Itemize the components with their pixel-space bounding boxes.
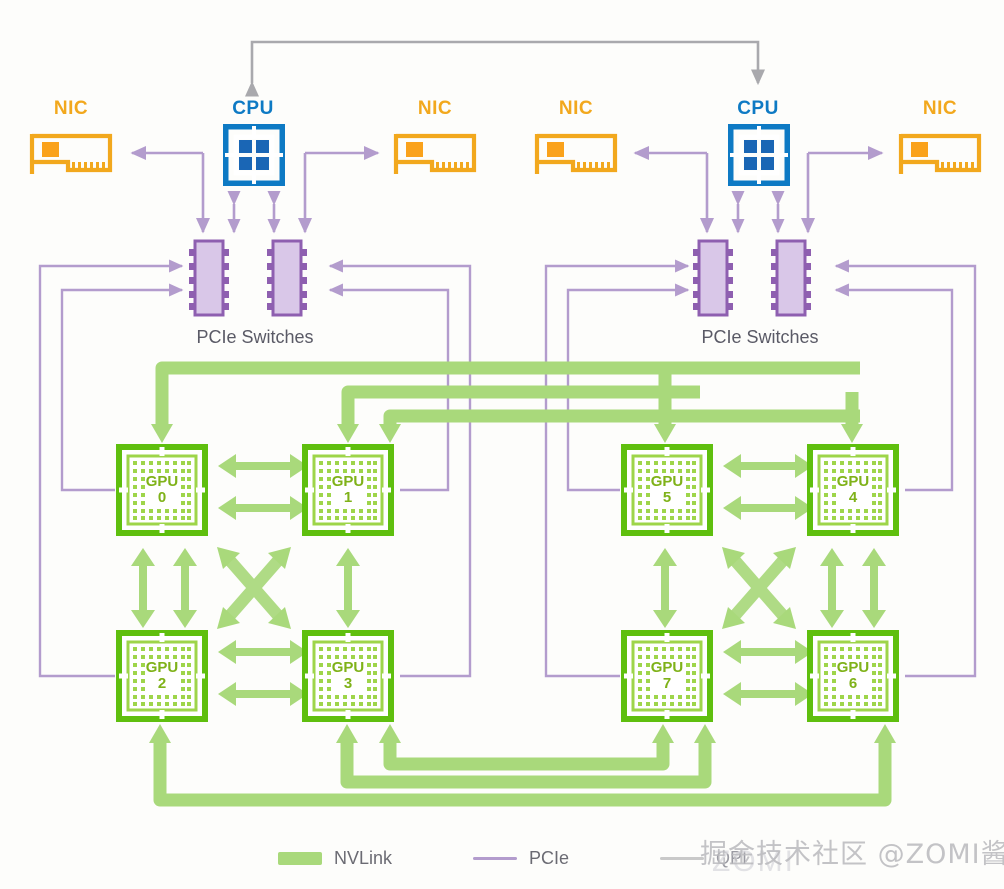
- pcie-switch-chip-left-a[interactable]: [188, 238, 230, 318]
- legend-item-nvlink: NVLink: [278, 848, 392, 869]
- pcie-switches-label-right: PCIe Switches: [701, 327, 819, 347]
- legend: NVLink PCIe QPI: [0, 845, 1004, 875]
- nvlink-intra-cluster: [131, 454, 886, 706]
- legend-label-nvlink: NVLink: [334, 848, 393, 868]
- pcie-switch-chip-right-a[interactable]: [692, 238, 734, 318]
- cpu-icon-right[interactable]: [726, 122, 792, 188]
- nvlink-top-routes: [155, 361, 860, 425]
- pcie-switch-chip-right-b[interactable]: [770, 238, 812, 318]
- nvlink-gpu4-gpu6: [820, 548, 886, 628]
- watermark: 掘金技术社区 @ZOMI酱: [700, 839, 1004, 870]
- nic-icon-1[interactable]: [392, 128, 478, 180]
- cpu-label-left: CPU: [232, 98, 274, 119]
- nvlink-swatch-icon: [278, 852, 322, 865]
- nic-icon-3[interactable]: [897, 128, 983, 180]
- gpu-node-5[interactable]: GPU 5: [621, 444, 713, 536]
- cpu-icon-left[interactable]: [221, 122, 287, 188]
- legend-label-pcie: PCIe: [529, 848, 570, 868]
- nic-label-3: NIC: [922, 98, 958, 119]
- gpu-node-1[interactable]: GPU 1: [302, 444, 394, 536]
- nvlink-gpu0-gpu2: [131, 548, 197, 628]
- legend-label-qpi: QPI: [716, 848, 748, 868]
- gpu-node-6[interactable]: GPU 6: [807, 630, 899, 722]
- gpu-node-0[interactable]: GPU 0: [116, 444, 208, 536]
- nic-label-1: NIC: [417, 98, 453, 119]
- nic-icon-0[interactable]: [28, 128, 114, 180]
- nvlink-diagonals-left: [221, 552, 287, 624]
- nvlink-gpu7-gpu6: [723, 640, 813, 706]
- nvlink-gpu5-gpu7: [653, 548, 677, 628]
- nvlink-gpu1-gpu3: [336, 548, 360, 628]
- nvlink-arrowheads-bottom: [149, 724, 896, 743]
- watermark-ghost: ZOMI: [712, 845, 795, 878]
- nvlink-bottom-routes: [153, 742, 892, 807]
- nvlink-gpu5-gpu4: [723, 454, 813, 520]
- pcie-switch-chip-left-b[interactable]: [266, 238, 308, 318]
- cpu-nic-pcie-links: [130, 145, 884, 234]
- cpu-label-right: CPU: [737, 98, 779, 119]
- legend-item-pcie: PCIe: [473, 848, 569, 869]
- nvlink-diagonal-heads-left: [217, 547, 291, 629]
- gpu-node-3[interactable]: GPU 3: [302, 630, 394, 722]
- nvlink-gpu0-gpu1: [218, 454, 308, 520]
- cpu-switch-pcie-links: [227, 191, 785, 234]
- pcie-switches-label-left: PCIe Switches: [196, 327, 314, 347]
- pcie-swatch-icon: [473, 857, 517, 860]
- nic-icon-2[interactable]: [533, 128, 619, 180]
- nvlink-arrowheads-top: [151, 424, 863, 443]
- gpu-node-7[interactable]: GPU 7: [621, 630, 713, 722]
- qpi-link: [244, 40, 766, 97]
- nvlink-diagonals-right: [726, 552, 792, 624]
- gpu-node-2[interactable]: GPU 2: [116, 630, 208, 722]
- nvlink-diagonal-heads-right: [722, 547, 796, 629]
- gpu-node-4[interactable]: GPU 4: [807, 444, 899, 536]
- nvlink-gpu2-gpu3: [218, 640, 308, 706]
- nic-label-2: NIC: [558, 98, 594, 119]
- nic-label-0: NIC: [53, 98, 89, 119]
- legend-item-qpi: QPI: [660, 848, 747, 869]
- qpi-swatch-icon: [660, 857, 704, 860]
